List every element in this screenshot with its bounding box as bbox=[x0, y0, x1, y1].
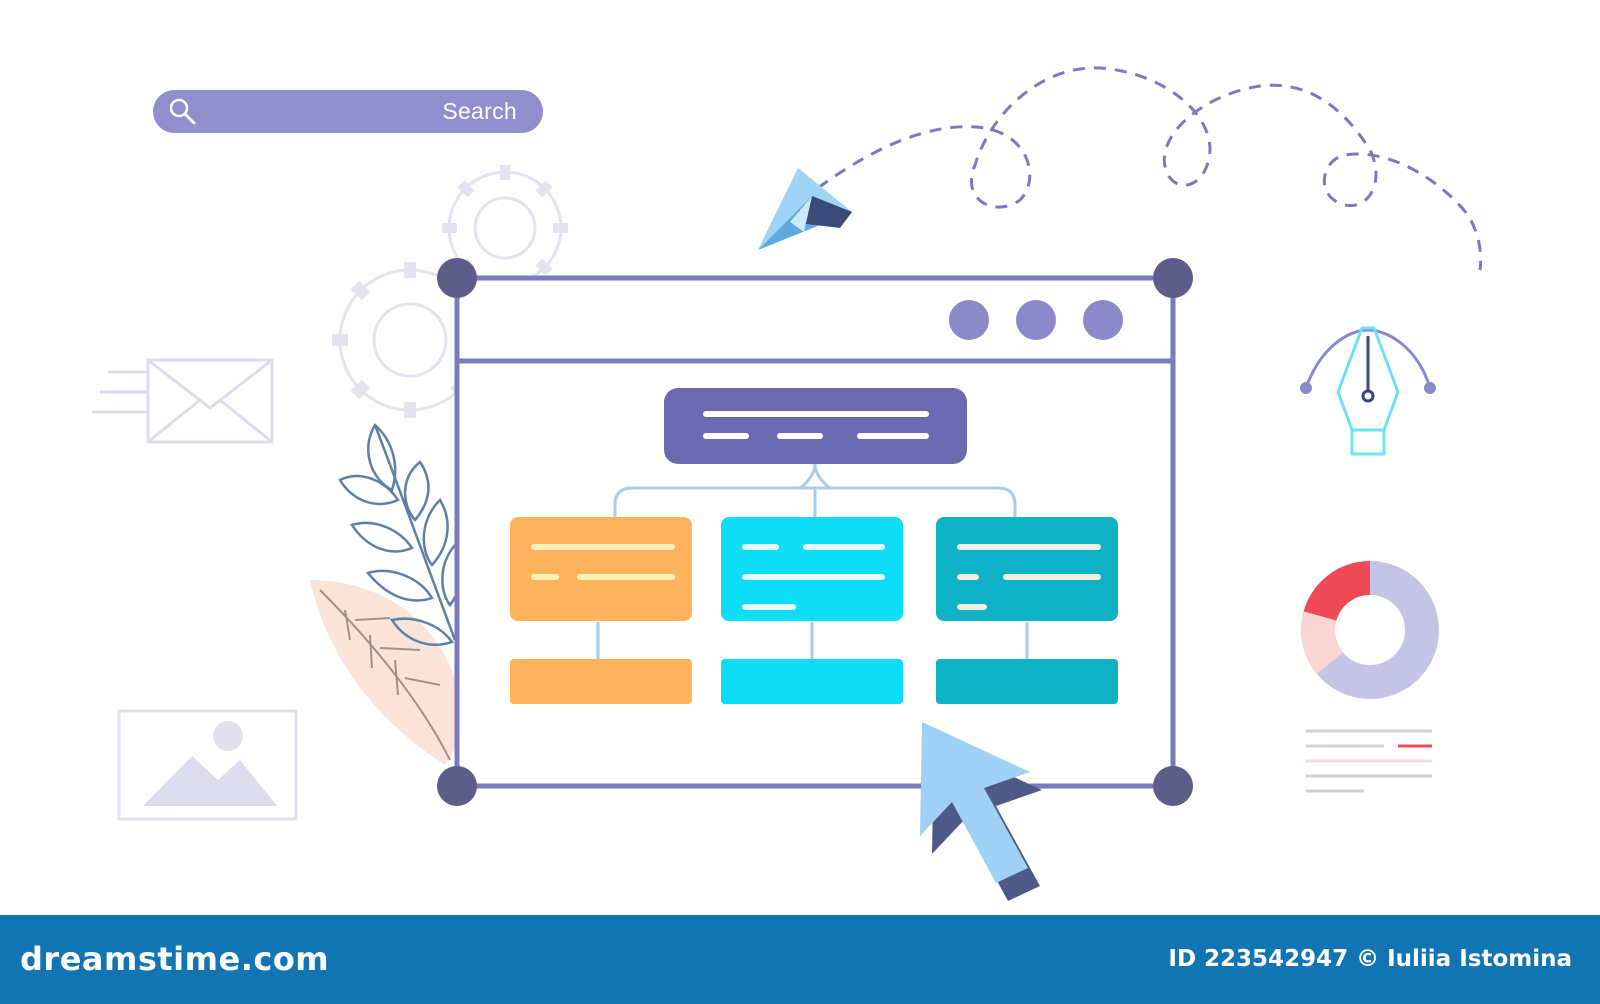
donut-chart-icon bbox=[1301, 561, 1439, 699]
search-icon bbox=[169, 98, 196, 125]
paper-plane-icon bbox=[758, 168, 852, 250]
flight-path bbox=[817, 66, 1483, 271]
org-node-cyan bbox=[721, 517, 903, 621]
window-dot-2 bbox=[1016, 300, 1056, 340]
search-label: Search bbox=[442, 98, 517, 124]
org-chart bbox=[510, 388, 1118, 704]
selection-handle bbox=[437, 766, 477, 806]
selection-handle bbox=[1153, 258, 1193, 298]
leaf-icon bbox=[310, 423, 464, 765]
org-child-cyan bbox=[721, 659, 903, 704]
selection-handle bbox=[437, 258, 477, 298]
text-lines bbox=[1306, 729, 1432, 793]
search-bar[interactable]: Search bbox=[153, 90, 543, 133]
org-node-orange bbox=[510, 517, 692, 621]
footer-bar: dreamstime.com ID 223542947 © Iuliia Ist… bbox=[0, 915, 1600, 1004]
selection-handle bbox=[1153, 766, 1193, 806]
illustration-stage bbox=[92, 66, 1483, 901]
org-node-teal bbox=[936, 517, 1118, 621]
envelope-icon bbox=[92, 358, 274, 444]
pen-tool-icon bbox=[1300, 326, 1436, 456]
org-child-teal bbox=[936, 659, 1118, 704]
org-child-orange bbox=[510, 659, 692, 704]
image-icon bbox=[117, 709, 298, 821]
footer-logo[interactable]: dreamstime.com bbox=[20, 940, 330, 978]
window-dot-3 bbox=[1083, 300, 1123, 340]
org-root-node bbox=[664, 388, 967, 464]
illustration-svg bbox=[92, 66, 1483, 901]
footer-credit: ID 223542947 © Iuliia Istomina bbox=[1168, 946, 1572, 972]
window-dot-1 bbox=[949, 300, 989, 340]
cursor-arrow-icon bbox=[920, 722, 1042, 901]
